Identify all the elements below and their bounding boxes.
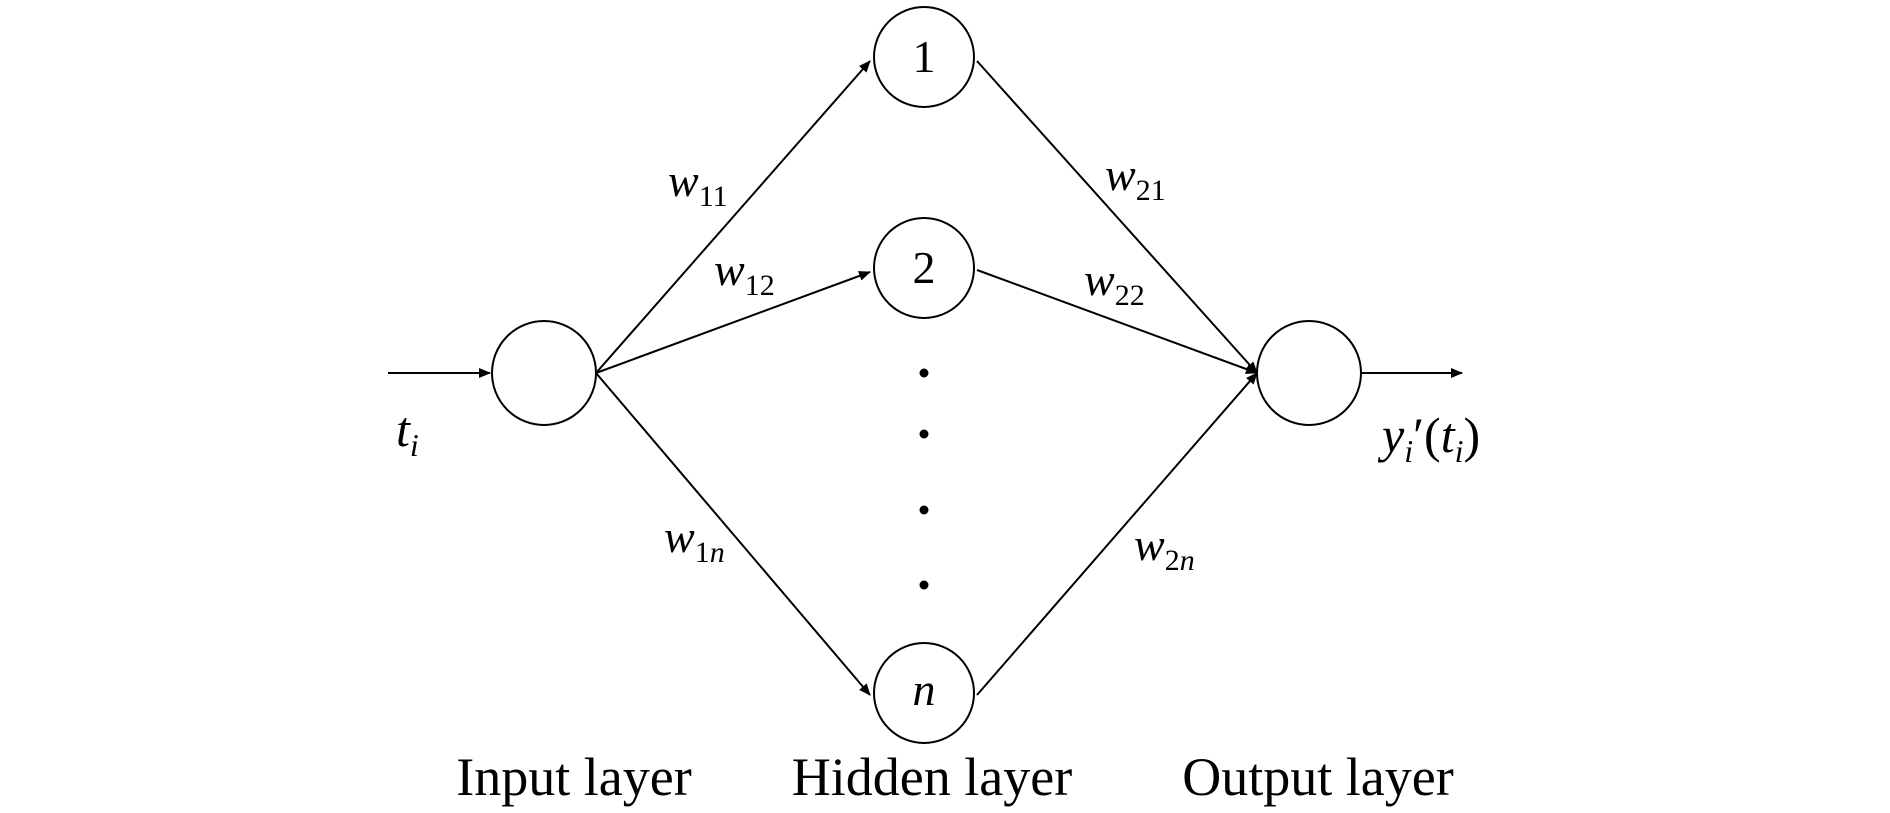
hidden-node-2-label: 2 (913, 242, 936, 293)
hidden-node-n-label: n (913, 664, 936, 715)
output-node (1256, 320, 1362, 426)
hidden-node-1-label: 1 (913, 31, 936, 82)
weight-label-w21: w21 (1105, 149, 1166, 207)
edge-input-hidden-2 (595, 271, 871, 374)
input-node (491, 320, 597, 426)
weight-label-w11: w11 (668, 155, 728, 213)
output-variable-label: yi′(ti) (1377, 407, 1480, 469)
weight-label-w12: w12 (714, 244, 775, 302)
weight-label-w1n: w1n (664, 511, 725, 569)
input-variable-label: ti (396, 401, 419, 463)
input-layer-label: Input layer (456, 747, 691, 807)
ellipsis-dot (919, 429, 929, 439)
ellipsis-dot (919, 368, 929, 378)
hidden-node-1 (873, 6, 975, 108)
output-layer-label: Output layer (1182, 747, 1453, 807)
hidden-node-n (873, 642, 975, 744)
edge-hidden-1-output (976, 60, 1258, 374)
edge-input-hidden-n (595, 372, 871, 696)
ellipsis-dot (919, 505, 929, 515)
edge-hidden-n-output (976, 372, 1258, 696)
weight-label-w22: w22 (1084, 254, 1145, 312)
hidden-node-2 (873, 217, 975, 319)
hidden-layer-label: Hidden layer (792, 747, 1072, 807)
weight-label-w2n: w2n (1134, 519, 1195, 577)
edge-hidden-2-output (976, 269, 1258, 374)
edge-input-hidden-1 (595, 60, 871, 374)
ellipsis-dot (919, 580, 929, 590)
